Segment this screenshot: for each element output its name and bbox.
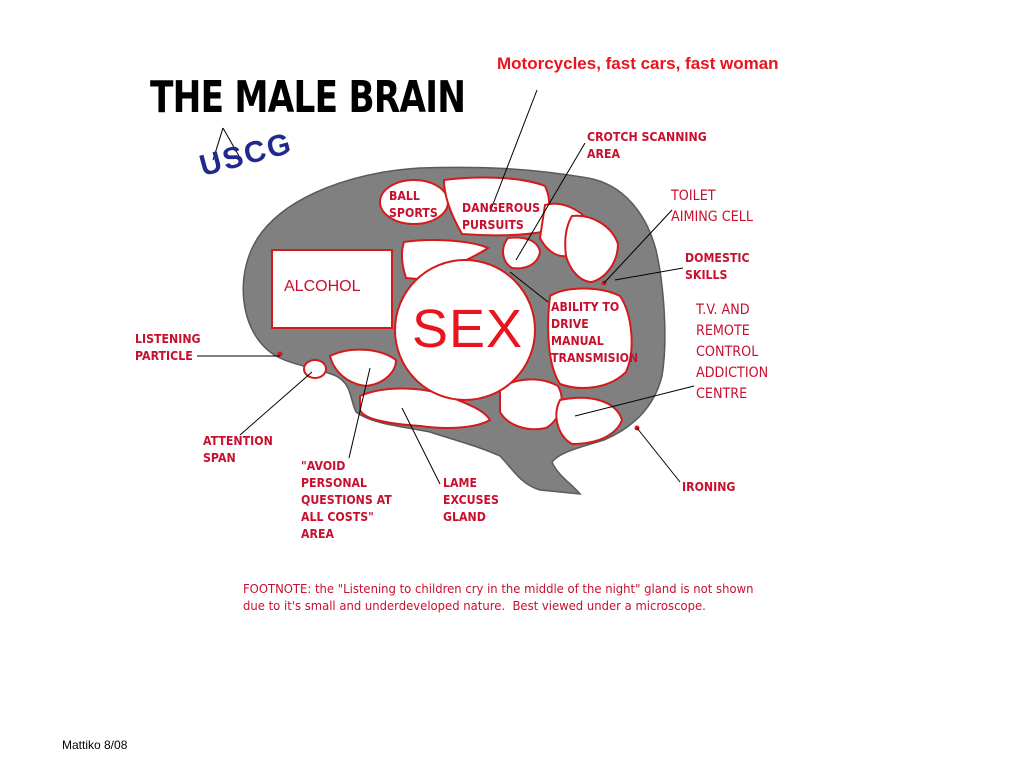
label-crotch-scanning: CROTCH SCANNING AREA [587, 129, 707, 161]
label-toilet-aiming: TOILET AIMING CELL [671, 188, 753, 225]
region-toilet [564, 214, 620, 284]
region-alcohol [271, 249, 393, 329]
label-domestic-skills: DOMESTIC SKILLS [685, 250, 750, 282]
label-lame-excuses: LAME EXCUSES GLAND [443, 475, 499, 524]
region-lower-middle [499, 378, 563, 431]
label-sex: SEX [412, 299, 524, 359]
label-dangerous-pursuits: DANGEROUS PURSUITS [462, 200, 541, 232]
label-tv-remote: T.V. AND REMOTE CONTROL ADDICTION CENTRE [696, 302, 769, 402]
label-alcohol: ALCOHOL [284, 278, 361, 295]
label-listening-particle: LISTENING PARTICLE [135, 331, 201, 363]
region-attention [303, 359, 327, 379]
region-crotch-scanning [502, 236, 542, 270]
page-title: THE MALE BRAIN [150, 72, 466, 123]
label-ball-sports: BALL SPORTS [389, 188, 438, 220]
label-ironing: IRONING [682, 479, 736, 494]
credit: Mattiko 8/08 [62, 738, 128, 752]
region-lame-excuses [359, 387, 492, 429]
brain-regions [271, 176, 633, 446]
region-avoid-questions [328, 348, 398, 388]
caption-motorcycles: Motorcycles, fast cars, fast woman [497, 54, 779, 73]
leader-lines [197, 89, 695, 485]
label-avoid-questions: "AVOID PERSONAL QUESTIONS AT ALL COSTS" … [301, 458, 392, 541]
footnote: FOOTNOTE: the "Listening to children cry… [243, 581, 754, 613]
label-attention-span: ATTENTION SPAN [203, 433, 273, 465]
region-drive [547, 287, 633, 389]
label-ability-to-drive: ABILITY TO DRIVE MANUAL TRANSMISION [551, 299, 639, 365]
region-sex [394, 259, 536, 401]
region-tv-remote [555, 396, 624, 446]
